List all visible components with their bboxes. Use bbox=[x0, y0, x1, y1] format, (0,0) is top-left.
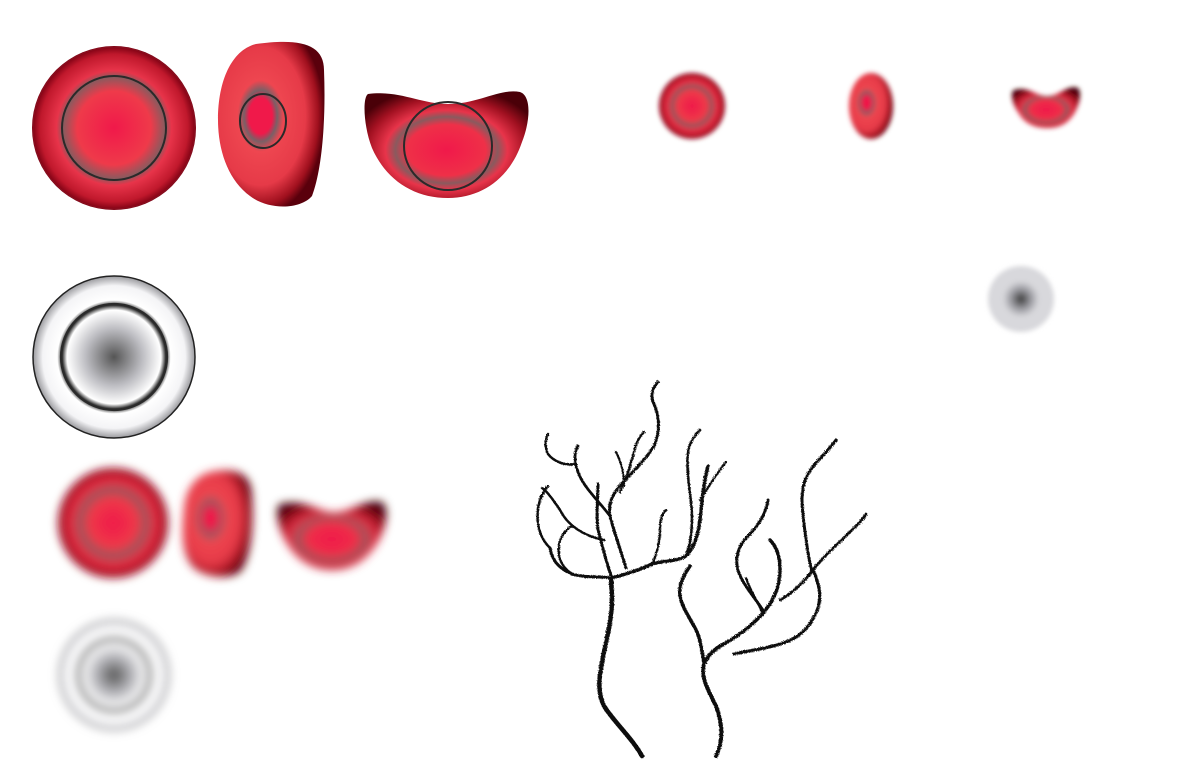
gray-round-brush-sharp bbox=[32, 275, 196, 439]
red-round-brush-sharp bbox=[32, 46, 196, 210]
gray-round-brush-blurred bbox=[58, 619, 170, 731]
red-bowl-brush-blurred bbox=[277, 501, 387, 570]
red-round-brush-small bbox=[659, 73, 725, 139]
red-oval-brush-blurred bbox=[182, 470, 253, 577]
gray-round-brush-small bbox=[988, 266, 1054, 332]
branch-drawing bbox=[536, 380, 868, 759]
red-oval-brush-sharp bbox=[218, 41, 325, 207]
red-bowl-brush-sharp bbox=[364, 91, 529, 198]
red-oval-brush-small bbox=[849, 73, 893, 139]
red-bowl-brush-small bbox=[1011, 87, 1081, 128]
red-round-brush-blurred bbox=[58, 468, 168, 578]
